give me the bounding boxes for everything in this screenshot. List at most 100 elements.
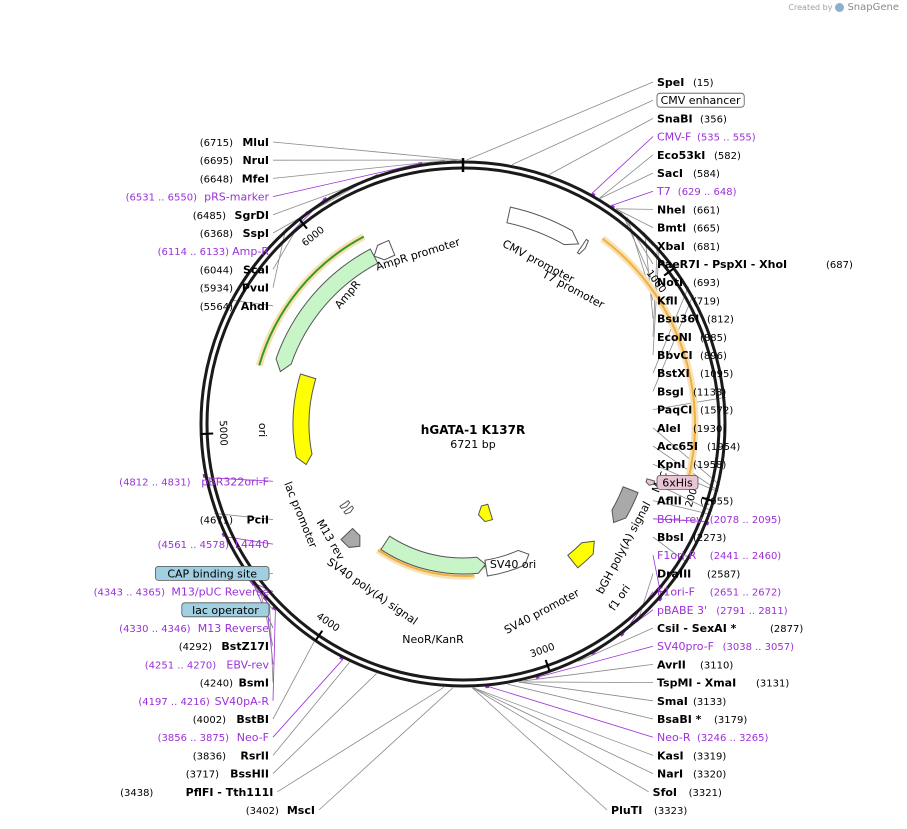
enzyme-site-scai[interactable]: ScaI(6044) [200, 263, 269, 276]
feature-myc[interactable] [645, 478, 656, 486]
enzyme-site-bsmi[interactable]: BsmI(4240) [200, 677, 269, 690]
enzyme-site-csii-sexai[interactable]: CsiI - SexAI *(2877) [657, 622, 803, 635]
enzyme-site-mlui[interactable]: MluI(6715) [200, 136, 269, 149]
primer-sv40pro-f[interactable]: SV40pro-F(3038 .. 3057) [657, 640, 794, 653]
enzyme-site-bmti[interactable]: BmtI(665) [657, 222, 720, 235]
feature-neor-kanr[interactable] [380, 535, 487, 575]
enzyme-site-nari[interactable]: NarI(3320) [657, 768, 726, 781]
feature-label-lac-promoter: lac promoter [281, 480, 320, 551]
enzyme-site-bbsi[interactable]: BbsI(2273) [657, 531, 726, 544]
feature-sv40-promoter[interactable] [484, 549, 530, 577]
feature-lac-promoter[interactable] [339, 500, 351, 509]
feature-f1-ori[interactable] [567, 540, 595, 569]
enzyme-site-kfli[interactable]: KflI(719) [657, 294, 720, 307]
feature-tag-text: lac operator [192, 604, 259, 617]
primer-neo-r[interactable]: Neo-R(3246 .. 3265) [657, 731, 769, 744]
enzyme-site-aflii[interactable]: AflII(2055) [657, 495, 733, 508]
feature-tag-cmv-enhancer[interactable]: CMV enhancer [656, 92, 745, 108]
enzyme-site-nrui[interactable]: NruI(6695) [200, 154, 269, 167]
enzyme-site-kpni[interactable]: KpnI(1958) [657, 458, 726, 471]
feature-tag-cap-binding-site[interactable]: CAP binding site [154, 566, 270, 581]
enzyme-site-bstz17i[interactable]: BstZ17I(4292) [179, 640, 269, 653]
primer-bgh-rev[interactable]: BGH-rev(2078 .. 2095) [657, 513, 781, 526]
primer-sv40pa-r[interactable]: SV40pA-R(4197 .. 4216) [138, 695, 269, 708]
feature-tag-6xhis[interactable]: 6xHis [656, 474, 699, 490]
feature-cmv-promoter[interactable] [506, 206, 580, 246]
enzyme-site-paer7i-pspxi-xhoi[interactable]: PaeR7I - PspXI - XhoI(687) [657, 258, 853, 271]
enzyme-site-noti[interactable]: NotI(693) [657, 276, 720, 289]
leader-line [272, 228, 287, 288]
primer-pbr322ori-f[interactable]: pBR322ori-F(4812 .. 4831) [119, 475, 269, 488]
primer-l4440[interactable]: L4440(4561 .. 4578) [158, 538, 269, 551]
enzyme-site-bsgi[interactable]: BsgI(1133) [657, 385, 726, 398]
enzyme-site-sfoi[interactable]: SfoI(3321) [653, 786, 722, 799]
feature-ampr[interactable] [275, 248, 379, 373]
enzyme-site-pvui[interactable]: PvuI(5934) [200, 282, 269, 295]
leader-line [652, 427, 721, 486]
primer-f1ori-f[interactable]: F1ori-F(2651 .. 2672) [657, 586, 781, 599]
feature-m13-rev[interactable] [343, 505, 355, 515]
feature-ori[interactable] [292, 373, 317, 466]
enzyme-site-bstxi[interactable]: BstXI(1095) [657, 367, 733, 380]
site-position: (3836) [193, 751, 226, 762]
feature-t7-promoter[interactable] [576, 238, 590, 255]
site-name: M13/pUC Reverse [171, 586, 269, 599]
enzyme-site-nhei[interactable]: NheI(661) [657, 203, 720, 216]
primer-pbabe-3[interactable]: pBABE 3'(2791 .. 2811) [657, 604, 788, 617]
leader-line [318, 687, 454, 811]
enzyme-site-bstbi[interactable]: BstBI(4002) [193, 713, 269, 726]
feature-sv40-poly-a-signal[interactable] [340, 527, 361, 548]
primer-prs-marker[interactable]: pRS-marker(6531 .. 6550) [126, 191, 270, 204]
enzyme-site-avrii[interactable]: AvrII(3110) [657, 658, 733, 671]
site-name: PciI [247, 514, 269, 527]
enzyme-site-bsu36i[interactable]: Bsu36I(812) [657, 313, 734, 326]
enzyme-site-pflfi-tth111i[interactable]: PflFI - Tth111I(3438) [120, 786, 273, 799]
enzyme-site-draiii[interactable]: DraIII(2587) [657, 567, 740, 580]
enzyme-site-tspmi-xmai[interactable]: TspMI - XmaI(3131) [657, 677, 789, 690]
enzyme-site-smai[interactable]: SmaI(3133) [657, 695, 726, 708]
enzyme-site-snabi[interactable]: SnaBI(356) [657, 112, 727, 125]
feature-sv40-ori[interactable] [477, 503, 494, 523]
enzyme-site-alei[interactable]: AleI(1930) [657, 422, 726, 435]
site-position: (3038 .. 3057) [723, 642, 795, 653]
enzyme-site-acc65i[interactable]: Acc65I(1954) [657, 440, 740, 453]
primer-f1ori-r[interactable]: F1ori-R(2441 .. 2460) [657, 549, 781, 562]
leader-line [652, 555, 662, 599]
enzyme-site-msci[interactable]: MscI(3402) [246, 804, 315, 817]
site-name: EBV-rev [226, 658, 269, 671]
primer-m13-puc-reverse[interactable]: M13/pUC Reverse(4343 .. 4365) [94, 586, 270, 599]
enzyme-site-rsrii[interactable]: RsrII(3836) [193, 749, 269, 762]
enzyme-site-pcii[interactable]: PciI(4671) [200, 514, 269, 527]
enzyme-site-pluti[interactable]: PluTI(3323) [611, 804, 687, 817]
enzyme-site-sspi[interactable]: SspI(6368) [200, 227, 269, 240]
primer-mark [658, 597, 663, 602]
feature-bgh-poly-a-signal[interactable] [611, 486, 639, 524]
enzyme-site-bbvci[interactable]: BbvCI(896) [657, 349, 727, 362]
enzyme-site-bsabi[interactable]: BsaBI *(3179) [657, 713, 747, 726]
enzyme-site-sgrdi[interactable]: SgrDI(6485) [193, 209, 269, 222]
primer-m13-reverse[interactable]: M13 Reverse(4330 .. 4346) [119, 622, 269, 635]
enzyme-site-econi[interactable]: EcoNI(885) [657, 331, 727, 344]
primer-cmv-f[interactable]: CMV-F(535 .. 555) [657, 131, 756, 144]
primer-t7[interactable]: T7(629 .. 648) [656, 185, 737, 198]
ring-tick-label: 5000 [217, 420, 229, 446]
enzyme-site-eco53ki[interactable]: Eco53kI(582) [657, 149, 741, 162]
enzyme-site-mfei[interactable]: MfeI(6648) [200, 172, 269, 185]
primer-ebv-rev[interactable]: EBV-rev(4251 .. 4270) [145, 658, 270, 671]
feature-ampr-promoter[interactable] [373, 239, 396, 261]
site-position: (6531 .. 6550) [126, 193, 198, 204]
enzyme-site-spei[interactable]: SpeI(15) [657, 76, 714, 89]
enzyme-site-kasi[interactable]: KasI(3319) [657, 749, 726, 762]
site-position: (3323) [654, 806, 687, 817]
leader-line [272, 673, 377, 774]
feature-tag-lac-operator[interactable]: lac operator [181, 602, 270, 618]
enzyme-site-paqci[interactable]: PaqCI(1572) [657, 404, 733, 417]
primer-amp-r[interactable]: Amp-R(6114 .. 6133) [158, 245, 270, 258]
enzyme-site-bsshii[interactable]: BssHII(3717) [186, 768, 269, 781]
enzyme-site-ahdi[interactable]: AhdI(5564) [200, 300, 269, 313]
site-name: CsiI - SexAI * [657, 622, 737, 635]
site-name: SgrDI [235, 209, 269, 222]
enzyme-site-xbai[interactable]: XbaI(681) [657, 240, 720, 253]
enzyme-site-saci[interactable]: SacI(584) [657, 167, 720, 180]
primer-neo-f[interactable]: Neo-F(3856 .. 3875) [158, 731, 269, 744]
